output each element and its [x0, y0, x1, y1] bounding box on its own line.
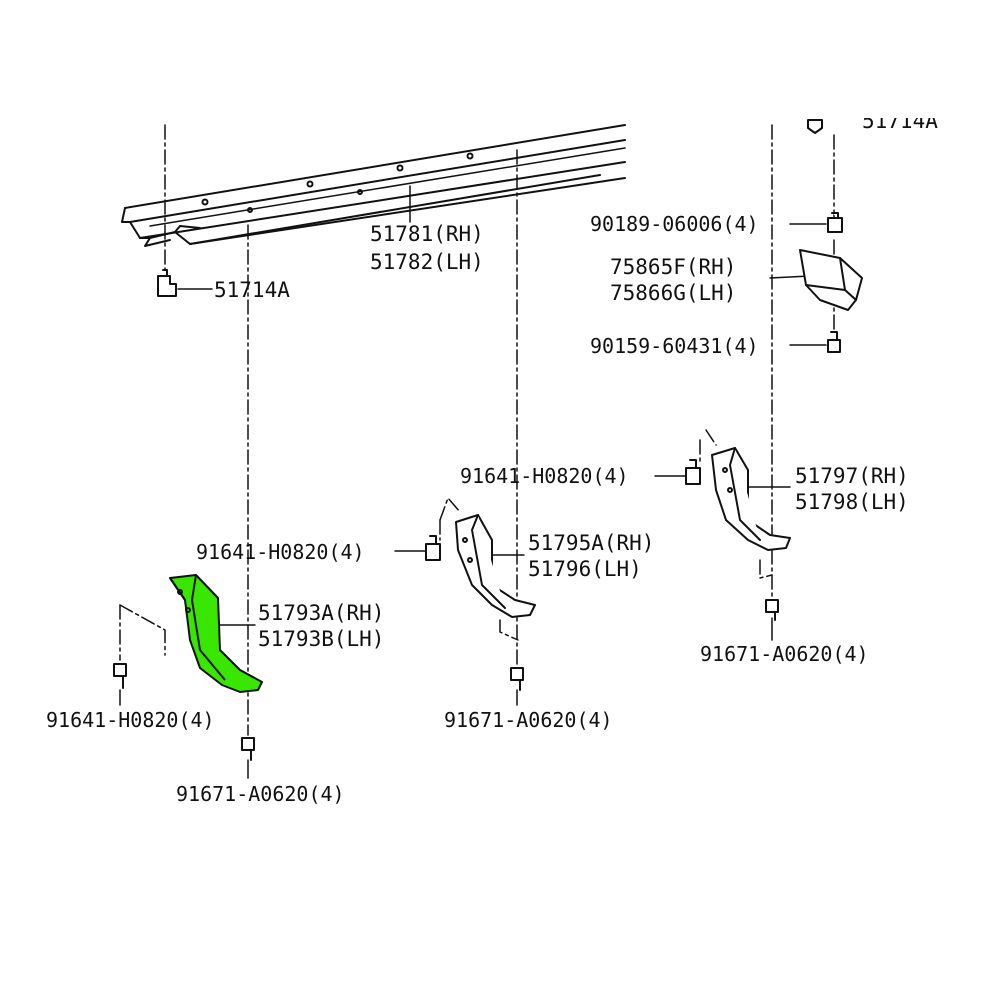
label-cover-rh: 75865F(RH): [610, 255, 737, 279]
label-rear-bracket-rh: 51797(RH): [795, 464, 909, 488]
label-rail-rh: 51781(RH): [370, 222, 484, 246]
label-rail-lh: 51782(LH): [370, 250, 484, 274]
label-screw-cover: 90159-60431(4): [590, 334, 759, 358]
label-bolt-rear-bracket-top: 91641-H0820(4): [460, 464, 629, 488]
front-bracket-part: [169, 574, 263, 693]
label-mid-bracket-rh: 51795A(RH): [528, 531, 655, 555]
step-cover-part: [799, 249, 863, 311]
label-rear-bracket-lh: 51798(LH): [795, 490, 909, 514]
middle-bracket-part: [455, 514, 536, 618]
step-rail-part: [121, 124, 626, 247]
label-bolt-mid-bracket-bottom: 91671-A0620(4): [444, 708, 613, 732]
label-front-bracket-lh: 51793B(LH): [258, 627, 385, 651]
label-bolt-mid-bracket-top: 91641-H0820(4): [196, 540, 365, 564]
fastener-shapes: [113, 119, 843, 761]
label-bolt-left-top: 51714A: [214, 278, 290, 302]
label-bolt-front-bracket-bottom: 91671-A0620(4): [176, 782, 345, 806]
label-mid-bracket-lh: 51796(LH): [528, 557, 642, 581]
rear-bracket-part: [711, 447, 791, 551]
label-bolt-rear-bracket-bottom: 91671-A0620(4): [700, 642, 869, 666]
label-bolt-front-bracket-side: 91641-H0820(4): [46, 708, 215, 732]
label-nut-top: 90189-06006(4): [590, 212, 759, 236]
label-cover-lh: 75866G(LH): [610, 281, 737, 305]
label-top-right-partial: 51714A: [862, 118, 938, 133]
label-front-bracket-rh: 51793A(RH): [258, 601, 385, 625]
